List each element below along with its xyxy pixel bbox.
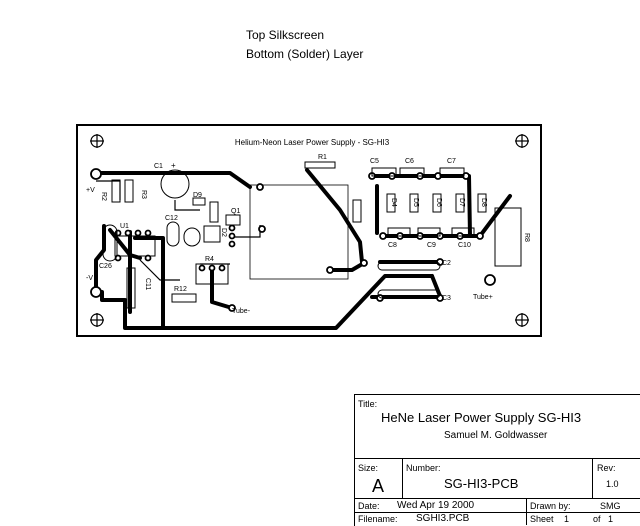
label-u1: U1	[120, 223, 129, 230]
label-c7: C7	[447, 158, 456, 165]
label-tube-plus: Tube+	[473, 294, 493, 301]
component-labels: C1 + R1 C5 C6 C7 +V R2 R3 D9 Q1 D4 D5 D6…	[86, 154, 530, 315]
transformer-outline	[249, 184, 349, 280]
header-line-1: Top Silkscreen	[246, 28, 325, 42]
size-value: A	[372, 476, 385, 496]
title-block-vline-1	[402, 458, 403, 498]
drawn-value: SMG	[600, 501, 621, 511]
label-c8: C8	[388, 242, 397, 249]
label-q1: Q1	[231, 208, 240, 215]
label-c3: C3	[442, 295, 451, 302]
rev-value: 1.0	[606, 479, 619, 489]
label-c12: C12	[165, 215, 178, 222]
label-r8: R8	[523, 233, 530, 242]
label-d2: D2	[220, 228, 227, 237]
label-r1: R1	[318, 154, 327, 161]
of-label: of	[593, 514, 601, 524]
label-plus: +	[171, 161, 176, 170]
label-c2: C2	[442, 260, 451, 267]
label-c10: C10	[458, 242, 471, 249]
label-d6: D6	[435, 198, 442, 207]
title-block	[354, 394, 640, 526]
label-r2: R2	[100, 192, 107, 201]
author-value: Samuel M. Goldwasser	[444, 430, 548, 441]
of-value: 1	[608, 514, 614, 524]
title-block-divider-2	[354, 498, 640, 499]
sheet-label: Sheet	[530, 514, 554, 524]
board-title: Helium-Neon Laser Power Supply - SG-HI3	[235, 138, 390, 147]
label-c26: C26	[99, 263, 112, 270]
number-label: Number:	[406, 463, 441, 473]
label-r4: R4	[205, 256, 214, 263]
sheet-value: 1	[564, 514, 570, 524]
label-r3: R3	[140, 190, 147, 199]
label-c11: C11	[144, 278, 151, 290]
title-block-divider-3	[354, 512, 640, 513]
board-outline	[76, 124, 542, 337]
title-label: Title:	[358, 399, 378, 409]
label-r12: R12	[174, 286, 187, 293]
number-value: SG-HI3-PCB	[444, 476, 519, 491]
label-d7: D7	[458, 198, 465, 207]
component-outlines	[102, 161, 522, 309]
thin-traces	[96, 180, 261, 281]
mounting-hole-bottom-left	[90, 313, 104, 327]
drawn-label: Drawn by:	[530, 501, 571, 511]
label-c5: C5	[370, 158, 379, 165]
mounting-hole-top-right	[515, 134, 529, 148]
title-block-vline-2	[592, 458, 593, 498]
filename-value: SGHI3.PCB	[416, 513, 470, 524]
header-line-2: Bottom (Solder) Layer	[246, 47, 364, 61]
rev-label: Rev:	[597, 463, 616, 473]
label-d8: D8	[480, 198, 487, 207]
label-c1: C1	[154, 163, 163, 170]
label-d4: D4	[390, 198, 397, 207]
label-minus-v: -V	[86, 275, 93, 282]
title-block-vline-3	[526, 498, 527, 525]
title-block-divider-1	[354, 458, 640, 459]
mounting-hole-top-left	[90, 134, 104, 148]
filename-label: Filename:	[358, 514, 398, 524]
copper-traces	[94, 168, 512, 330]
date-label: Date:	[358, 501, 380, 511]
mounting-hole-bottom-right	[515, 313, 529, 327]
label-c6: C6	[405, 158, 414, 165]
label-c9: C9	[427, 242, 436, 249]
label-d9: D9	[193, 192, 202, 199]
title-value: HeNe Laser Power Supply SG-HI3	[381, 410, 582, 425]
size-label: Size:	[358, 463, 379, 473]
label-d5: D5	[412, 198, 419, 207]
label-tube: Tube-	[232, 308, 251, 315]
date-value: Wed Apr 19 2000	[397, 500, 475, 511]
label-plus-v: +V	[86, 187, 95, 194]
